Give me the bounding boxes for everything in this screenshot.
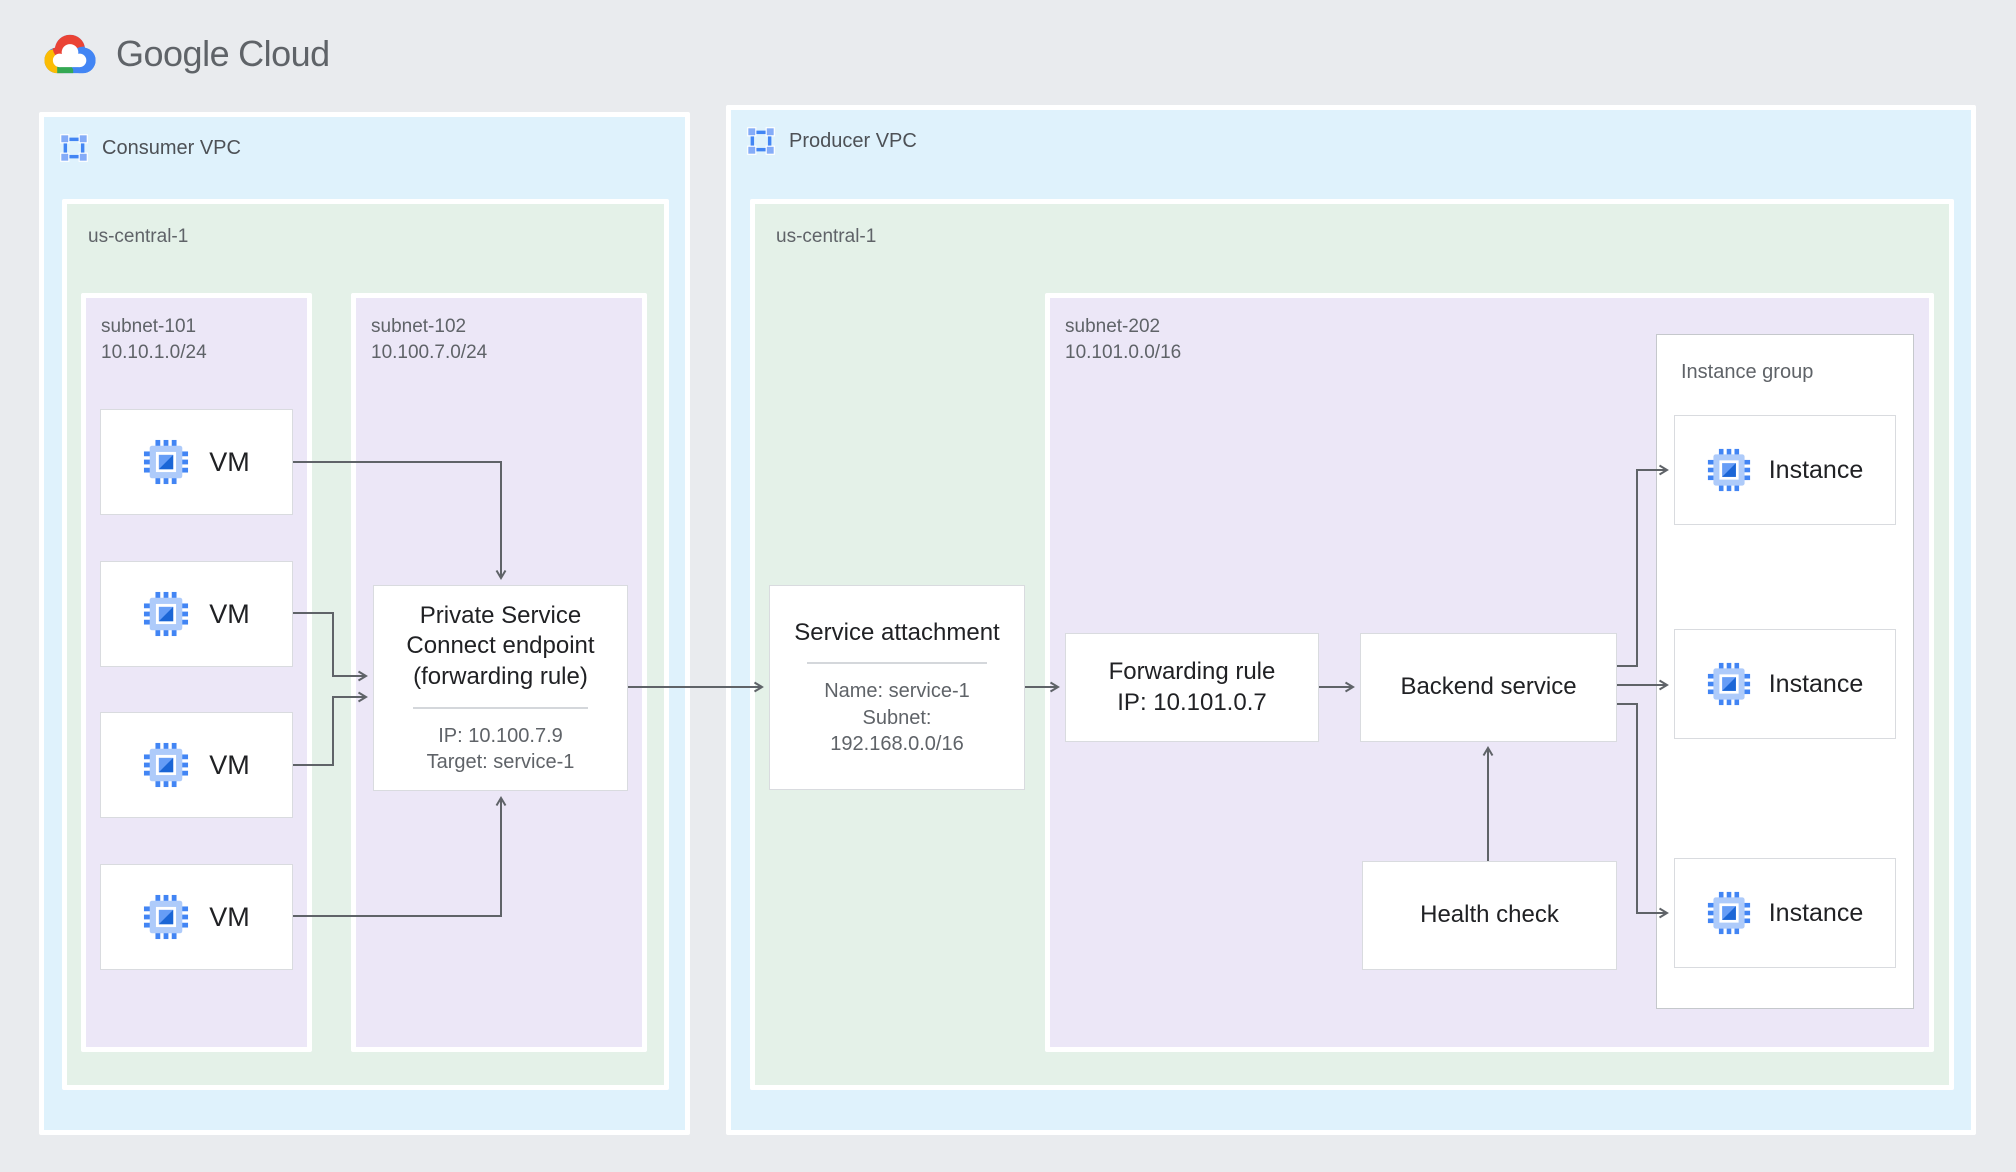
producer-vpc-box: Producer VPC us-central-1 Service attach… bbox=[726, 105, 1976, 1135]
vpc-icon bbox=[746, 126, 776, 156]
subnet-202-box: subnet-202 10.101.0.0/16 Forwarding rule… bbox=[1045, 293, 1934, 1052]
instance-label: Instance bbox=[1768, 455, 1864, 484]
compute-engine-icon bbox=[143, 591, 189, 637]
backend-service-node: Backend service bbox=[1360, 633, 1617, 742]
vm-node-1: VM bbox=[100, 409, 293, 515]
vm-label: VM bbox=[209, 446, 250, 477]
compute-engine-icon bbox=[1707, 448, 1751, 492]
psc-endpoint-ip: IP: 10.100.7.9 bbox=[438, 724, 563, 747]
instance-node-2: Instance bbox=[1674, 629, 1896, 739]
subnet-101-name: subnet-101 bbox=[101, 316, 197, 337]
instance-group-box: Instance group bbox=[1656, 334, 1914, 1009]
consumer-vpc-label: Consumer VPC bbox=[102, 136, 241, 159]
subnet-202-name: subnet-202 bbox=[1065, 316, 1161, 337]
consumer-vpc-box: Consumer VPC us-central-1 subnet-101 10.… bbox=[39, 112, 690, 1135]
subnet-102-box: subnet-102 10.100.7.0/24 Private Service… bbox=[351, 293, 647, 1052]
vm-label: VM bbox=[209, 598, 250, 629]
vm-node-2: VM bbox=[100, 561, 293, 667]
vm-label: VM bbox=[209, 749, 250, 780]
divider bbox=[807, 662, 987, 665]
forwarding-rule-node: Forwarding rule IP: 10.101.0.7 bbox=[1065, 633, 1319, 742]
instance-node-3: Instance bbox=[1674, 858, 1896, 968]
instance-label: Instance bbox=[1768, 898, 1864, 927]
health-check-node: Health check bbox=[1362, 861, 1617, 970]
service-attachment-title: Service attachment bbox=[794, 618, 1000, 646]
service-attachment-subnet-cidr: 192.168.0.0/16 bbox=[830, 733, 964, 756]
vpc-icon bbox=[59, 133, 89, 163]
health-check-title: Health check bbox=[1420, 901, 1559, 929]
backend-service-title: Backend service bbox=[1400, 673, 1577, 701]
compute-engine-icon bbox=[143, 894, 189, 940]
consumer-region-label: us-central-1 bbox=[88, 226, 189, 247]
vm-node-4: VM bbox=[100, 864, 293, 970]
producer-region-box: us-central-1 Service attachment Name: se… bbox=[750, 199, 1954, 1090]
service-attachment-name: Name: service-1 bbox=[824, 680, 970, 703]
vm-node-3: VM bbox=[100, 712, 293, 818]
logo-word-google: Google bbox=[116, 33, 230, 74]
service-attachment-subnet-label: Subnet: bbox=[862, 706, 932, 729]
instance-group-label: Instance group bbox=[1681, 361, 1814, 383]
forwarding-rule-title: Forwarding rule bbox=[1108, 657, 1276, 685]
compute-engine-icon bbox=[1707, 662, 1751, 706]
subnet-202-cidr: 10.101.0.0/16 bbox=[1065, 341, 1182, 363]
service-attachment-node: Service attachment Name: service-1 Subne… bbox=[769, 585, 1025, 790]
google-cloud-logo-icon bbox=[38, 30, 102, 78]
psc-endpoint-title: Private Service Connect endpoint (forwar… bbox=[406, 601, 595, 690]
consumer-region-box: us-central-1 subnet-101 10.10.1.0/24 bbox=[62, 199, 669, 1090]
instance-label: Instance bbox=[1768, 669, 1864, 698]
compute-engine-icon bbox=[143, 439, 189, 485]
psc-endpoint-target: Target: service-1 bbox=[426, 751, 575, 774]
producer-region-label: us-central-1 bbox=[776, 226, 877, 247]
logo-word-cloud: Cloud bbox=[238, 33, 330, 74]
subnet-102-name: subnet-102 bbox=[371, 316, 467, 337]
compute-engine-icon bbox=[1707, 891, 1751, 935]
instance-node-1: Instance bbox=[1674, 415, 1896, 525]
subnet-101-cidr: 10.10.1.0/24 bbox=[101, 341, 207, 363]
subnet-102-label: subnet-102 10.100.7.0/24 bbox=[371, 314, 487, 365]
producer-vpc-header: Producer VPC bbox=[746, 126, 1971, 156]
compute-engine-icon bbox=[143, 742, 189, 788]
subnet-101-box: subnet-101 10.10.1.0/24 bbox=[81, 293, 312, 1052]
subnet-102-cidr: 10.100.7.0/24 bbox=[371, 341, 488, 363]
subnet-202-label: subnet-202 10.101.0.0/16 bbox=[1065, 314, 1181, 365]
divider bbox=[412, 706, 589, 709]
forwarding-rule-ip: IP: 10.101.0.7 bbox=[1117, 688, 1267, 716]
consumer-vpc-header: Consumer VPC bbox=[59, 133, 685, 163]
producer-vpc-label: Producer VPC bbox=[789, 129, 917, 152]
subnet-101-label: subnet-101 10.10.1.0/24 bbox=[101, 314, 207, 365]
psc-endpoint-node: Private Service Connect endpoint (forwar… bbox=[373, 585, 628, 791]
vm-label: VM bbox=[209, 901, 250, 932]
